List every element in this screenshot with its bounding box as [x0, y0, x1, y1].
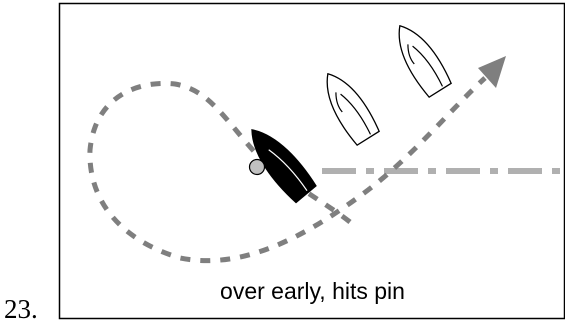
figure-number: 23. — [4, 294, 38, 324]
diagram-caption: over early, hits pin — [220, 278, 405, 304]
boat-highlighted — [251, 129, 317, 204]
diagram-border — [58, 2, 565, 320]
boat-outline-top — [398, 24, 452, 98]
pin-buoy — [248, 158, 266, 176]
course-arrowhead — [478, 56, 506, 88]
boat-outline-middle — [326, 72, 380, 146]
course-path — [87, 76, 487, 264]
